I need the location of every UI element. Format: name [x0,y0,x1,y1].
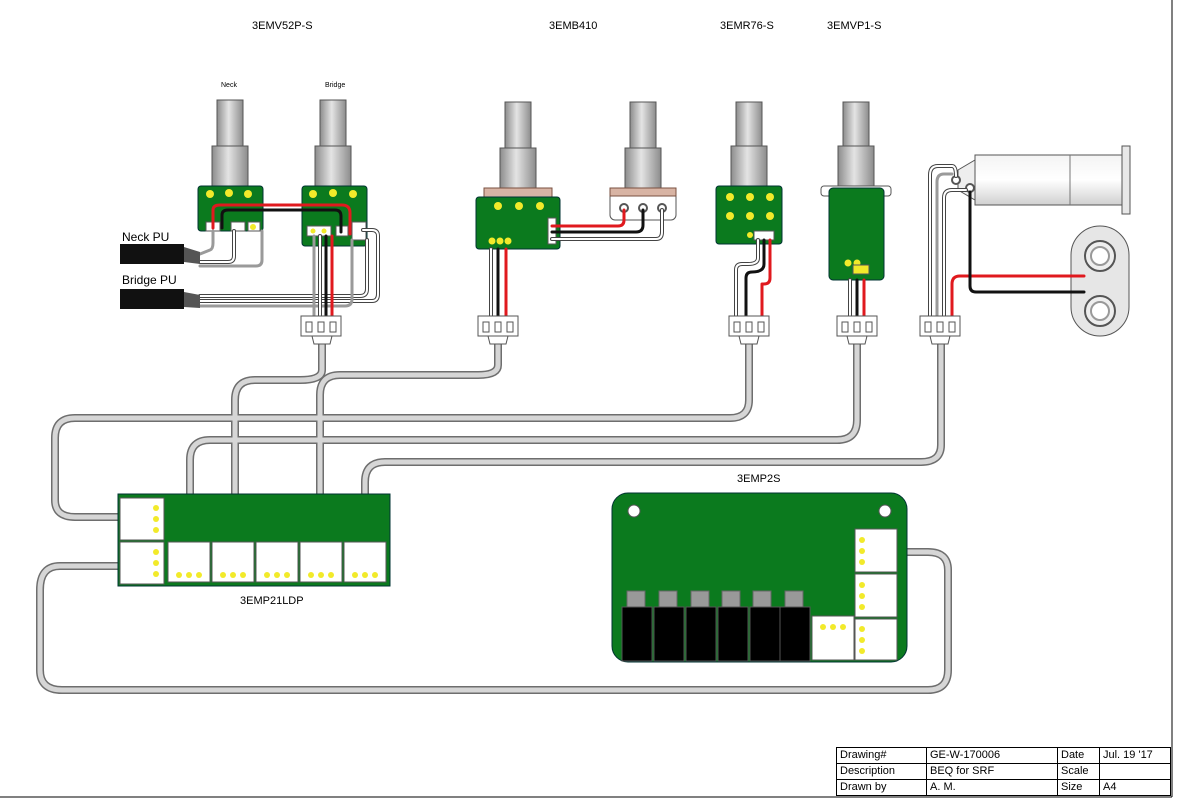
title-block: Drawing# GE-W-170006 Date Jul. 19 '17 De… [836,747,1171,796]
date-value: Jul. 19 '17 [1099,747,1171,764]
plug-5 [919,315,961,345]
output-jack [951,145,1131,215]
mid-pot-wires [734,238,772,318]
battery-box [1070,225,1130,337]
drawing-number-label: Drawing# [836,747,927,764]
scale-value [1099,763,1171,780]
plug-2 [477,315,519,345]
dual-pot-wires [489,208,664,318]
neck-pu-label: Neck PU [122,230,169,244]
vol-pot-wires [848,278,866,318]
ribbon-cables [36,338,952,694]
label-3emb410: 3EMB410 [549,20,597,32]
description-label: Description [836,763,927,780]
pot-bridge [301,99,368,247]
pot-link-wires [211,203,352,236]
bridge-pu-wires [198,228,380,308]
connector-plugs [300,315,961,345]
neck-pickup [120,244,200,264]
date-label: Date [1057,747,1100,764]
board-3emp2s [611,492,908,663]
plug-1 [300,315,342,345]
label-3emr76-s: 3EMR76-S [720,20,774,32]
drawing-frame [0,0,1173,798]
description-value: BEQ for SRF [926,763,1058,780]
pot-vol [820,101,892,281]
label-3emvp1-s: 3EMVP1-S [827,20,881,32]
label-bridge: Bridge [325,82,345,89]
size-value: A4 [1099,779,1171,796]
bridge-pu-label: Bridge PU [122,273,177,287]
plug-4 [836,315,878,345]
pot-mid [715,101,783,245]
bridge-pickup [120,289,200,309]
drawing-number-value: GE-W-170006 [926,747,1058,764]
plug-3 [728,315,770,345]
jack-battery-wires [928,164,1086,318]
scale-label: Scale [1057,763,1100,780]
size-label: Size [1057,779,1100,796]
label-3emv52p-s: 3EMV52P-S [252,20,313,32]
label-neck: Neck [221,82,237,89]
drawn-by-value: A. M. [926,779,1058,796]
label-3emp2s: 3EMP2S [737,473,780,485]
board-3emp21ldp [117,493,391,587]
pot-to-connector-wires [312,234,334,318]
neck-pu-wires [198,229,264,268]
drawn-by-label: Drawn by [836,779,927,796]
pot-dual-b [609,101,677,221]
label-3emp21ldp: 3EMP21LDP [240,595,304,607]
pot-dual-a [475,101,561,250]
